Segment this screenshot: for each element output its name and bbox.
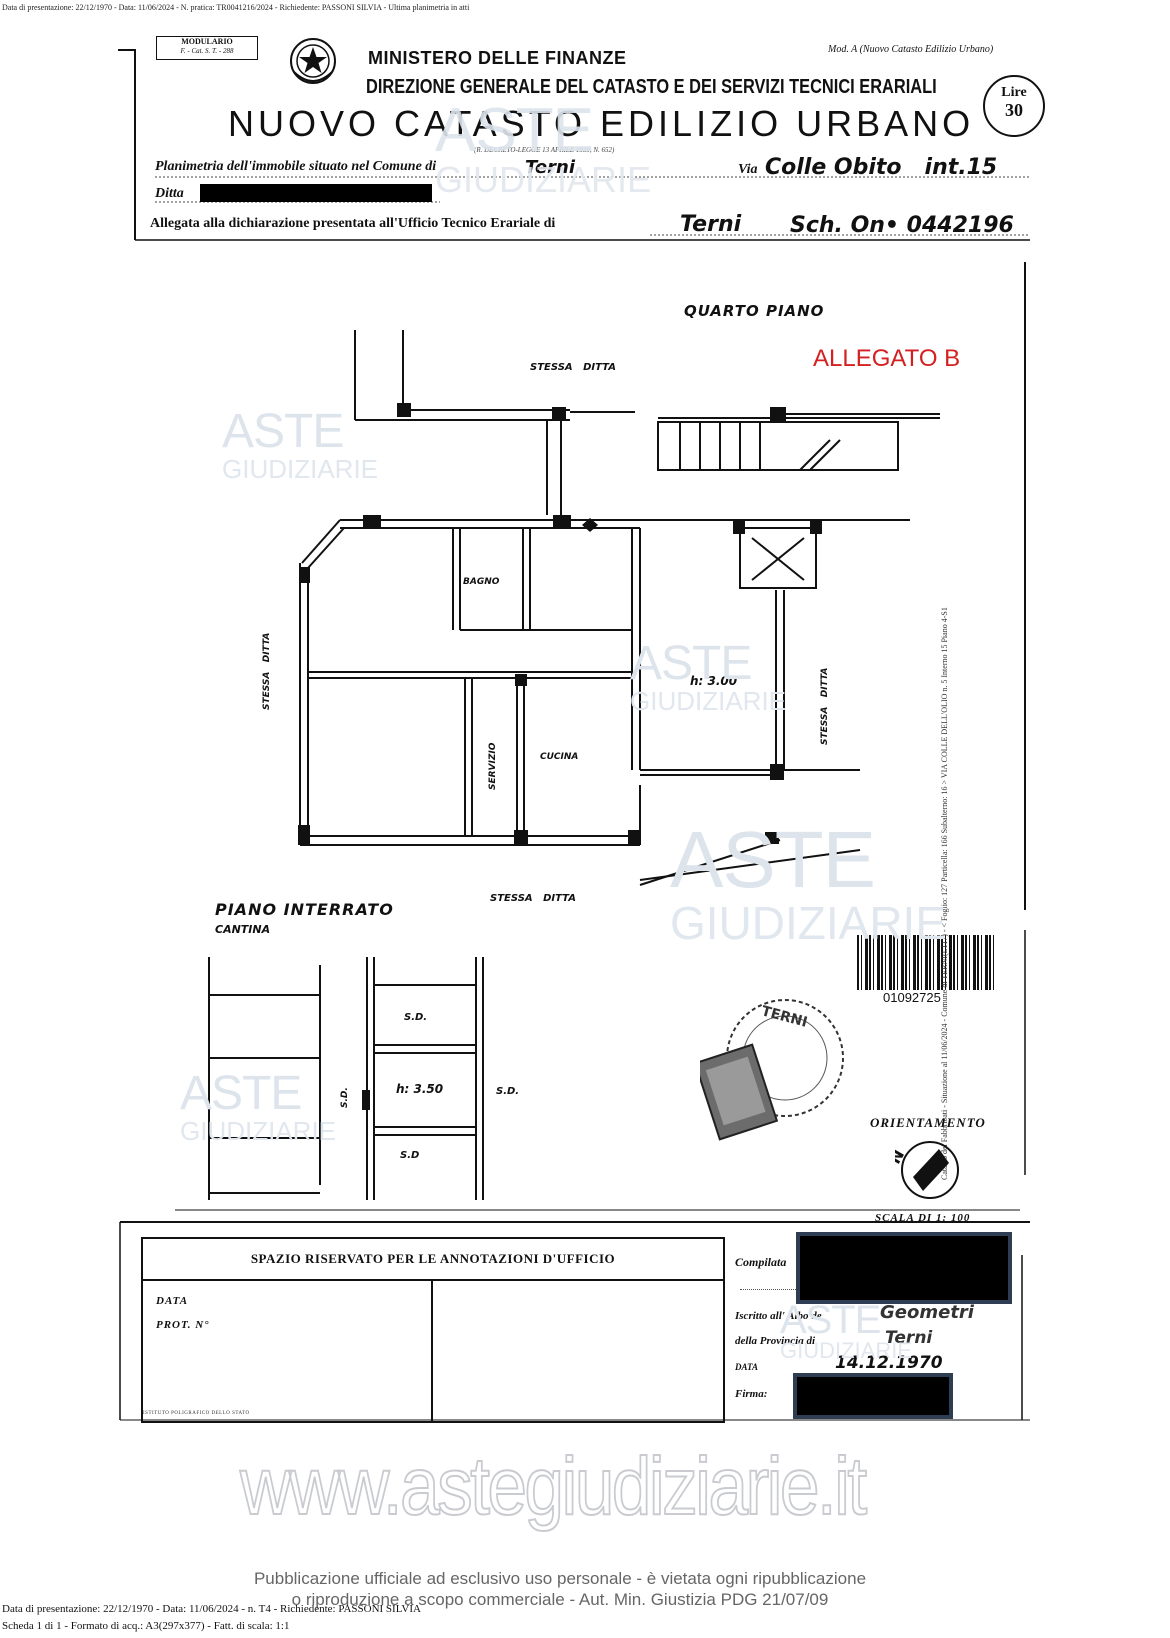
cellar-sd-2: S.D xyxy=(400,1150,420,1161)
scala-label: SCALA DI 1: 100 xyxy=(875,1212,971,1224)
provincia-value: Terni xyxy=(885,1328,933,1348)
office-box-divider xyxy=(431,1281,433,1421)
planimetria-label: Planimetria dell'immobile situato nel Co… xyxy=(155,159,437,174)
cellar-sd-right: S.D. xyxy=(496,1086,520,1097)
watermark-site: www.astegiudiziarie.it xyxy=(239,1440,868,1533)
svg-text:TERNI: TERNI xyxy=(760,1003,809,1031)
stessa-ditta-left: STESSA DITTA xyxy=(262,632,272,710)
mod-label: Mod. A (Nuovo Catasto Edilizio Urbano) xyxy=(828,44,994,55)
barcode-number: 01092725 xyxy=(883,990,941,1005)
quarto-piano-label: QUARTO PIANO xyxy=(684,302,825,320)
office-annotations-box: SPAZIO RISERVATO PER LE ANNOTAZIONI D'UF… xyxy=(141,1237,725,1423)
office-data-label: DATA xyxy=(156,1295,189,1307)
decree-note: (R. DECRETO-LEGGE 13 APRILE 1939, N. 652… xyxy=(474,146,615,154)
stamp-lire-badge: Lire 30 xyxy=(983,75,1045,137)
ministry-label: MINISTERO DELLE FINANZE xyxy=(368,48,627,68)
watermark-logo-6: ASTE GIUDIZIARIE xyxy=(780,1298,913,1363)
top-meta-line: Data di presentazione: 22/12/1970 - Data… xyxy=(2,3,470,12)
compilata-dotline xyxy=(740,1289,800,1290)
watermark-logo-4: ASTE GIUDIZIARIE xyxy=(670,815,947,949)
iscritto-value: Geometri xyxy=(880,1302,974,1323)
document-title: NUOVO CATASTO EDILIZIO URBANO xyxy=(228,103,975,144)
orientamento-label: ORIENTAMENTO xyxy=(870,1115,986,1130)
barcode-icon xyxy=(857,935,997,990)
stessa-ditta-top: STESSA DITTA xyxy=(530,362,616,373)
watermark-logo-5: ASTE GIUDIZIARIE xyxy=(180,1067,337,1146)
footer-line-2: Scheda 1 di 1 - Formato di acq.: A3(297x… xyxy=(2,1620,290,1632)
official-stamp-icon: TERNI xyxy=(700,999,844,1141)
watermark-logo-2: ASTE GIUDIZIARIE xyxy=(435,96,652,200)
allegato-label: ALLEGATO B xyxy=(813,345,961,372)
modulario-box: MODULARIO F. - Cat. S. T. - 288 xyxy=(156,36,258,60)
piano-interrato-label: PIANO INTERRATO xyxy=(215,900,394,919)
stessa-ditta-bottom: STESSA DITTA xyxy=(490,893,576,904)
firma-label: Firma: xyxy=(735,1388,768,1400)
watermark-logo-1: ASTE GIUDIZIARIE xyxy=(222,405,379,484)
via-value: Colle Obito int.15 xyxy=(765,155,998,180)
data2-label: DATA xyxy=(735,1362,759,1372)
allegata-city: Terni xyxy=(680,212,742,237)
room-cucina: CUCINA xyxy=(540,752,579,762)
cantina-label: CANTINA xyxy=(215,923,271,936)
scheda-number: Sch. On• 0442196 xyxy=(790,213,1014,238)
cellar-sd-left: S.D. xyxy=(340,1087,350,1108)
watermark-logo-3: ASTE GIUDIZIARIE xyxy=(630,637,787,716)
istituto-label: ISTITUTO POLIGRAFICO DELLO STATO xyxy=(143,1411,250,1416)
italian-emblem-icon xyxy=(290,38,336,84)
redacted-signature xyxy=(793,1373,953,1419)
office-prot-label: PROT. N° xyxy=(156,1319,210,1331)
direction-label: DIREZIONE GENERALE DEL CATASTO E DEI SER… xyxy=(366,76,937,98)
data2-value: 14.12.1970 xyxy=(835,1353,943,1373)
iscritto-label: Iscritto all' Albo de xyxy=(735,1310,822,1322)
redacted-owner xyxy=(200,184,432,202)
comune-value: Terni xyxy=(525,157,576,178)
compass-icon: N xyxy=(895,1141,959,1199)
svg-text:N: N xyxy=(895,1146,908,1167)
compilata-label: Compilata xyxy=(735,1255,787,1269)
room-height: h: 3.00 xyxy=(690,674,738,688)
room-bagno: BAGNO xyxy=(463,577,500,587)
cellar-sd-1: S.D. xyxy=(404,1012,428,1023)
cellar-height: h: 3.50 xyxy=(396,1082,444,1096)
footer-notice: Pubblicazione ufficiale ad esclusivo uso… xyxy=(253,1569,867,1609)
footer-line-1: Data di presentazione: 22/12/1970 - Data… xyxy=(2,1603,421,1615)
room-servizio: SERVIZIO xyxy=(488,742,498,790)
spazio-riservato-header: SPAZIO RISERVATO PER LE ANNOTAZIONI D'UF… xyxy=(143,1239,723,1281)
stessa-ditta-right: STESSA DITTA xyxy=(820,667,830,745)
ditta-label: Ditta xyxy=(155,186,184,201)
via-label: Via xyxy=(738,162,758,177)
allegata-label: Allegata alla dichiarazione presentata a… xyxy=(150,216,556,231)
redacted-compiler xyxy=(796,1232,1012,1304)
provincia-label: della Provincia di xyxy=(735,1335,816,1347)
